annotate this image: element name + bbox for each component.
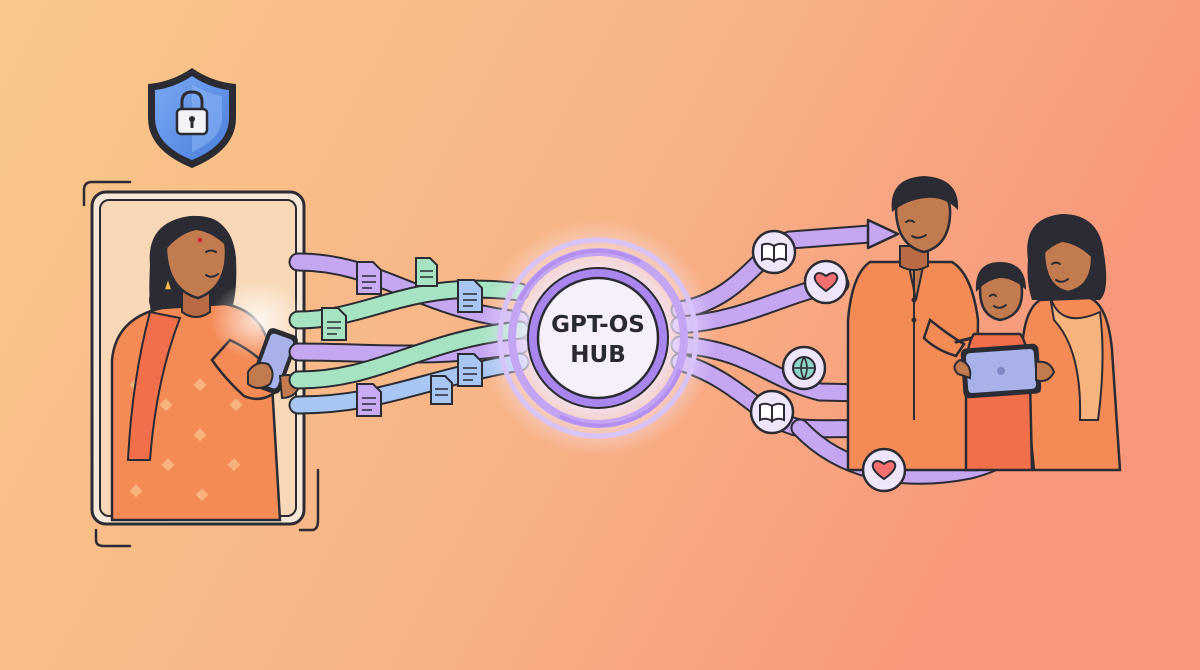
globe-icon	[781, 345, 827, 391]
document-icon	[356, 383, 382, 417]
smartphone-icon	[247, 328, 302, 400]
document-icon	[356, 261, 382, 295]
tablet-icon	[953, 343, 1056, 399]
document-icon	[430, 375, 453, 405]
heart-icon	[803, 259, 849, 305]
book-icon	[749, 389, 795, 435]
document-icon	[415, 257, 438, 287]
child-figure	[964, 262, 1034, 472]
hub-label-line2: HUB	[570, 342, 625, 368]
output-icons	[749, 229, 907, 493]
family-group	[846, 176, 1122, 472]
woman-figure	[110, 215, 306, 522]
mother-figure	[1020, 214, 1122, 472]
hub-label-line1: GPT-OS	[551, 312, 645, 338]
document-icon	[457, 353, 483, 387]
shield-lock-icon	[148, 68, 236, 168]
father-figure	[846, 176, 980, 472]
document-icon	[321, 307, 347, 341]
heart-icon	[861, 447, 907, 493]
document-icons	[321, 257, 483, 417]
book-icon	[751, 229, 797, 275]
gpt-os-hub: GPT-OS HUB	[480, 220, 716, 456]
document-icon	[457, 279, 483, 313]
